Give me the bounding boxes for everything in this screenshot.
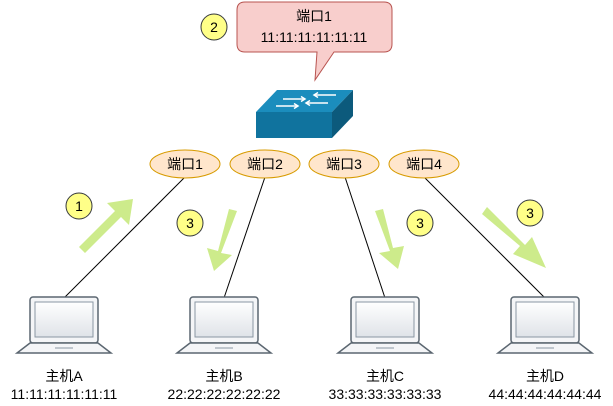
callout-mac-address: 11:11:11:11:11:11 — [261, 29, 368, 45]
link-host-b-port-2 — [223, 176, 266, 299]
host-name: 主机D — [526, 368, 564, 384]
connections — [63, 176, 546, 299]
port-4: 端口4 — [388, 149, 460, 179]
svg-text:2: 2 — [210, 19, 218, 35]
host-name: 主机A — [45, 368, 83, 384]
host-mac: 22:22:22:22:22:22 — [168, 386, 281, 402]
svg-text:3: 3 — [416, 215, 424, 231]
svg-text:端口1: 端口1 — [167, 156, 203, 172]
step-badge-3-host-d: 3 — [516, 199, 544, 227]
host-name: 主机B — [205, 368, 242, 384]
port-2: 端口2 — [229, 149, 301, 179]
flow-arrows — [79, 199, 546, 271]
mac-table-callout: 端口1 11:11:11:11:11:11 — [236, 1, 393, 82]
port-3: 端口3 — [308, 149, 380, 179]
svg-text:1: 1 — [75, 198, 83, 214]
step-badge-2: 2 — [200, 13, 228, 41]
callout-port-label: 端口1 — [296, 8, 332, 24]
laptop-icon — [14, 296, 114, 354]
step-badge-3-host-b: 3 — [176, 209, 204, 237]
host-a-caption: 主机A 11:11:11:11:11:11 — [11, 368, 118, 402]
arrow-port-3-to-host-c — [375, 209, 404, 269]
step-badge-3-host-c: 3 — [406, 209, 434, 237]
host-c-caption: 主机C 33:33:33:33:33:33 — [329, 368, 442, 402]
step-badge-1: 1 — [65, 192, 93, 220]
host-b-caption: 主机B 22:22:22:22:22:22 — [168, 368, 281, 402]
arrow-host-a-to-port-1 — [79, 199, 133, 253]
svg-text:3: 3 — [526, 205, 534, 221]
laptop-icon — [495, 296, 595, 354]
link-host-d-port-4 — [423, 176, 546, 299]
laptop-icon — [174, 296, 274, 354]
laptop-icon — [335, 296, 435, 354]
svg-text:3: 3 — [186, 215, 194, 231]
arrow-port-4-to-host-d — [482, 207, 546, 268]
link-host-a-port-1 — [63, 176, 186, 299]
svg-text:端口3: 端口3 — [326, 156, 362, 172]
network-switch-icon — [256, 90, 353, 138]
svg-text:端口4: 端口4 — [406, 156, 442, 172]
host-mac: 11:11:11:11:11:11 — [11, 386, 118, 402]
arrow-port-2-to-host-b — [207, 209, 237, 271]
host-d-caption: 主机D 44:44:44:44:44:44 — [489, 368, 602, 402]
host-mac: 44:44:44:44:44:44 — [489, 386, 602, 402]
link-host-c-port-3 — [344, 176, 386, 299]
host-name: 主机C — [366, 368, 404, 384]
host-mac: 33:33:33:33:33:33 — [329, 386, 442, 402]
svg-text:端口2: 端口2 — [247, 156, 283, 172]
port-1: 端口1 — [149, 149, 221, 179]
